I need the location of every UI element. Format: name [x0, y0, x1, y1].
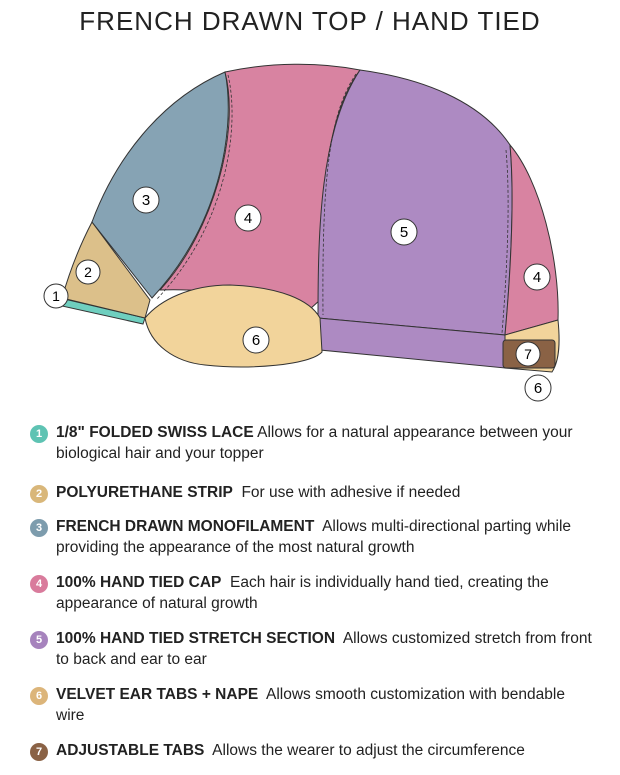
callout-3: 3 [132, 186, 160, 214]
polyurethane-region [61, 221, 151, 319]
hand-tied-back-region [504, 143, 559, 336]
callout-2: 2 [75, 259, 101, 285]
legend-badge: 7 [30, 743, 48, 761]
seam-line [155, 74, 233, 301]
legend-item-hand-tied: 4 100% HAND TIED CAP Each hair is indivi… [30, 572, 596, 614]
callout-label: 3 [142, 192, 150, 209]
legend-title: 100% HAND TIED STRETCH SECTION [56, 630, 336, 647]
callout-label: 5 [400, 224, 408, 241]
callout-label: 6 [252, 332, 260, 349]
legend-item-velvet: 6 VELVET EAR TABS + NAPE Allows smooth c… [30, 684, 596, 726]
legend-desc: Each hair is individually hand tied, cre… [56, 574, 549, 612]
seam-line [322, 73, 357, 316]
legend-item-adjustable-tabs: 7 ADJUSTABLE TABS Allows the wearer to a… [30, 740, 596, 761]
legend-desc: For use with adhesive if needed [241, 484, 461, 501]
callout-label: 7 [524, 346, 532, 362]
legend-badge: 3 [30, 519, 48, 537]
legend-badge: 6 [30, 687, 48, 705]
callout-label: 1 [52, 288, 60, 304]
legend-title: ADJUSTABLE TABS [56, 742, 205, 759]
legend-desc: Allows the wearer to adjust the circumfe… [212, 742, 525, 759]
legend-desc: Allows for a natural appearance between … [56, 424, 573, 462]
legend-title: POLYURETHANE STRIP [56, 484, 233, 501]
diagram-title: FRENCH DRAWN TOP / HAND TIED [79, 6, 541, 36]
legend-desc: Allows customized stretch from front to … [56, 630, 592, 668]
callout-label: 4 [533, 269, 541, 286]
wig-cap-diagram: 1 2 3 4 5 4 6 7 6 [43, 63, 560, 402]
legend-title: 100% HAND TIED CAP [56, 574, 222, 591]
callout-7: 7 [515, 341, 541, 367]
legend-badge: 1 [30, 425, 48, 443]
callout-label: 6 [534, 380, 542, 397]
legend-desc: Allows multi-directional parting while p… [56, 518, 572, 556]
callout-label: 4 [244, 210, 252, 227]
legend-title: FRENCH DRAWN MONOFILAMENT [56, 518, 315, 535]
callout-6-nape: 6 [524, 374, 552, 402]
legend-badge: 4 [30, 575, 48, 593]
legend-badge: 2 [30, 485, 48, 503]
callout-label: 2 [84, 264, 92, 280]
legend-item-polyurethane: 2 POLYURETHANE STRIP For use with adhesi… [30, 482, 596, 503]
callout-6-ear: 6 [242, 326, 270, 354]
legend-desc: Allows smooth customization with bendabl… [56, 686, 565, 724]
legend-item-monofilament: 3 FRENCH DRAWN MONOFILAMENT Allows multi… [30, 516, 596, 558]
callout-1: 1 [43, 283, 69, 309]
seam-line [501, 149, 509, 334]
legend-badge: 5 [30, 631, 48, 649]
callout-5: 5 [390, 218, 418, 246]
callout-4-back: 4 [523, 263, 551, 291]
stretch-region [317, 69, 513, 336]
legend-item-stretch: 5 100% HAND TIED STRETCH SECTION Allows … [30, 628, 596, 670]
legend-item-lace: 1 1/8" FOLDED SWISS LACE Allows for a na… [30, 422, 596, 464]
legend-title: 1/8" FOLDED SWISS LACE [56, 424, 254, 441]
callout-4-front: 4 [234, 204, 262, 232]
velvet-ear-tab [144, 284, 323, 368]
legend-title: VELVET EAR TABS + NAPE [56, 686, 259, 703]
